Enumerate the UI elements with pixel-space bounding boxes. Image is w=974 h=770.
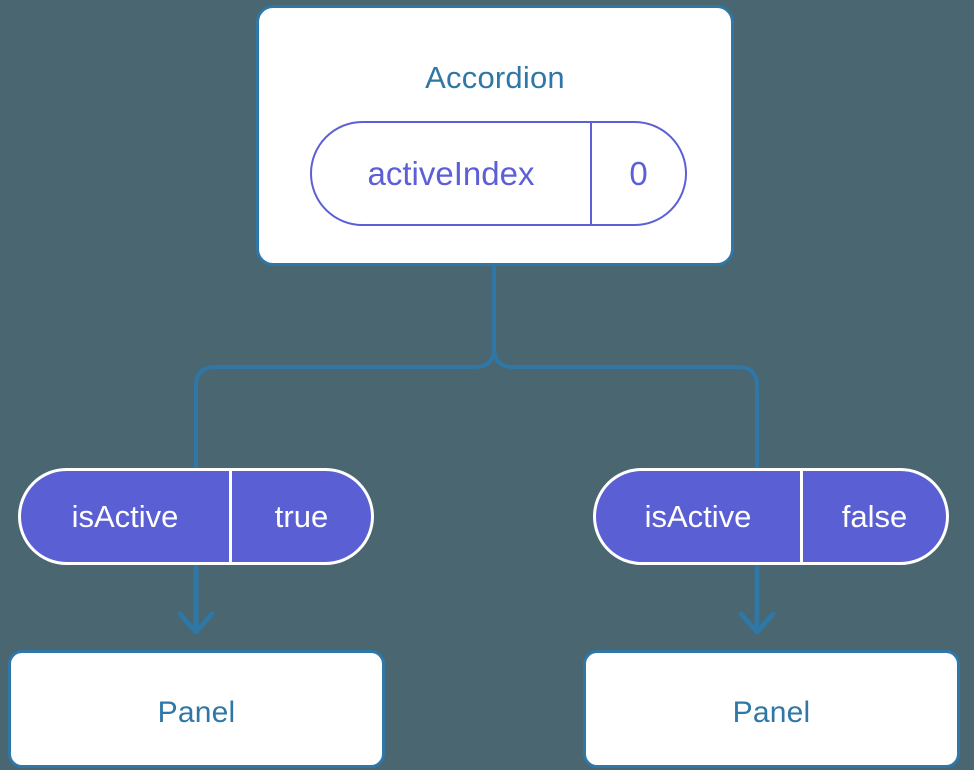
prop-pill-is-active-false-key: isActive	[596, 471, 803, 562]
arrow-left-pill-to-panel	[177, 564, 215, 635]
prop-pill-is-active-false[interactable]: isActive false	[593, 468, 949, 565]
prop-pill-is-active-true[interactable]: isActive true	[18, 468, 374, 565]
connector-trunk-to-branches	[194, 264, 496, 470]
prop-pill-is-active-true-value: true	[274, 498, 329, 534]
state-pill-active-index-value: 0	[629, 154, 648, 192]
state-pill-active-index-key: activeIndex	[312, 123, 592, 224]
prop-pill-is-active-true-key: isActive	[21, 471, 232, 562]
arrow-right-pill-to-panel	[738, 564, 776, 635]
panel-component-title-right: Panel	[732, 696, 811, 729]
connector-trunk-to-right-branch	[492, 346, 759, 470]
panel-component-title-left: Panel	[157, 696, 236, 729]
panel-component-card-right[interactable]: Panel	[583, 650, 960, 768]
accordion-component-card[interactable]: Accordion activeIndex 0	[256, 5, 734, 266]
state-pill-active-index[interactable]: activeIndex 0	[310, 121, 687, 226]
panel-component-card-left[interactable]: Panel	[8, 650, 385, 768]
accordion-component-title: Accordion	[425, 60, 565, 95]
prop-pill-is-active-false-value: false	[841, 498, 908, 534]
